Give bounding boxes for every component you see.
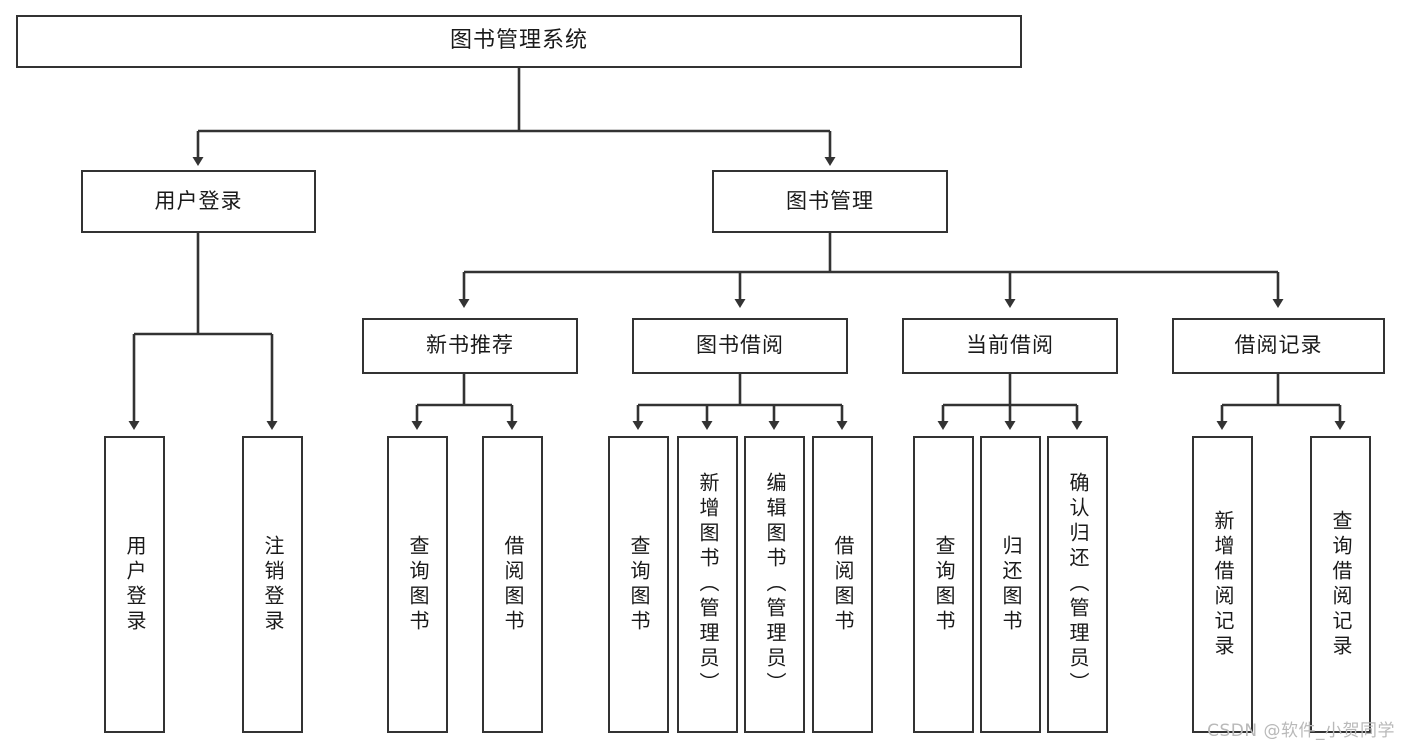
node-label: 用户登录	[123, 534, 147, 635]
node-label: 编辑图书（管理员）	[763, 472, 787, 697]
leaf-current-borrow-query-book[interactable]: 查询图书	[913, 436, 974, 733]
node-label: 确认归还（管理员）	[1066, 472, 1090, 697]
leaf-new-book-borrow-book[interactable]: 借阅图书	[482, 436, 543, 733]
csdn-watermark: CSDN @软件_小贺同学	[1207, 721, 1395, 741]
node-label: 新书推荐	[426, 333, 514, 358]
leaf-borrow-record-add-record[interactable]: 新增借阅记录	[1192, 436, 1253, 733]
node-label: 查询图书	[932, 534, 956, 635]
node-label: 用户登录	[154, 188, 243, 213]
node-label: 借阅图书	[501, 534, 525, 635]
node-label: 当前借阅	[966, 333, 1054, 358]
node-label: 图书管理	[786, 188, 874, 213]
leaf-user-login-login[interactable]: 用户登录	[104, 436, 165, 733]
node-label: 归还图书	[999, 534, 1023, 635]
leaf-current-borrow-confirm-return-admin[interactable]: 确认归还（管理员）	[1047, 436, 1108, 733]
node-label: 查询图书	[406, 534, 430, 635]
node-user-login[interactable]: 用户登录	[81, 170, 316, 233]
leaf-book-borrow-borrow-book[interactable]: 借阅图书	[812, 436, 873, 733]
leaf-current-borrow-return-book[interactable]: 归还图书	[980, 436, 1041, 733]
node-label: 新增图书（管理员）	[696, 472, 720, 697]
node-label: 图书借阅	[696, 333, 784, 358]
leaf-borrow-record-query-record[interactable]: 查询借阅记录	[1310, 436, 1371, 733]
node-label: 新增借阅记录	[1211, 509, 1235, 660]
leaf-book-borrow-query-book[interactable]: 查询图书	[608, 436, 669, 733]
node-label: 查询借阅记录	[1329, 509, 1353, 660]
node-root-book-management-system[interactable]: 图书管理系统	[16, 15, 1022, 68]
leaf-new-book-query-book[interactable]: 查询图书	[387, 436, 448, 733]
node-label: 查询图书	[627, 534, 651, 635]
leaf-user-login-logout[interactable]: 注销登录	[242, 436, 303, 733]
node-new-book-recommend[interactable]: 新书推荐	[362, 318, 578, 374]
node-label: 借阅记录	[1234, 333, 1323, 358]
leaf-book-borrow-add-book-admin[interactable]: 新增图书（管理员）	[677, 436, 738, 733]
node-label: 图书管理系统	[449, 28, 588, 54]
node-current-borrow[interactable]: 当前借阅	[902, 318, 1118, 374]
node-label: 注销登录	[261, 534, 285, 635]
node-book-management[interactable]: 图书管理	[712, 170, 948, 233]
node-label: 借阅图书	[831, 534, 855, 635]
node-book-borrow[interactable]: 图书借阅	[632, 318, 848, 374]
leaf-book-borrow-edit-book-admin[interactable]: 编辑图书（管理员）	[744, 436, 805, 733]
node-borrow-record[interactable]: 借阅记录	[1172, 318, 1385, 374]
